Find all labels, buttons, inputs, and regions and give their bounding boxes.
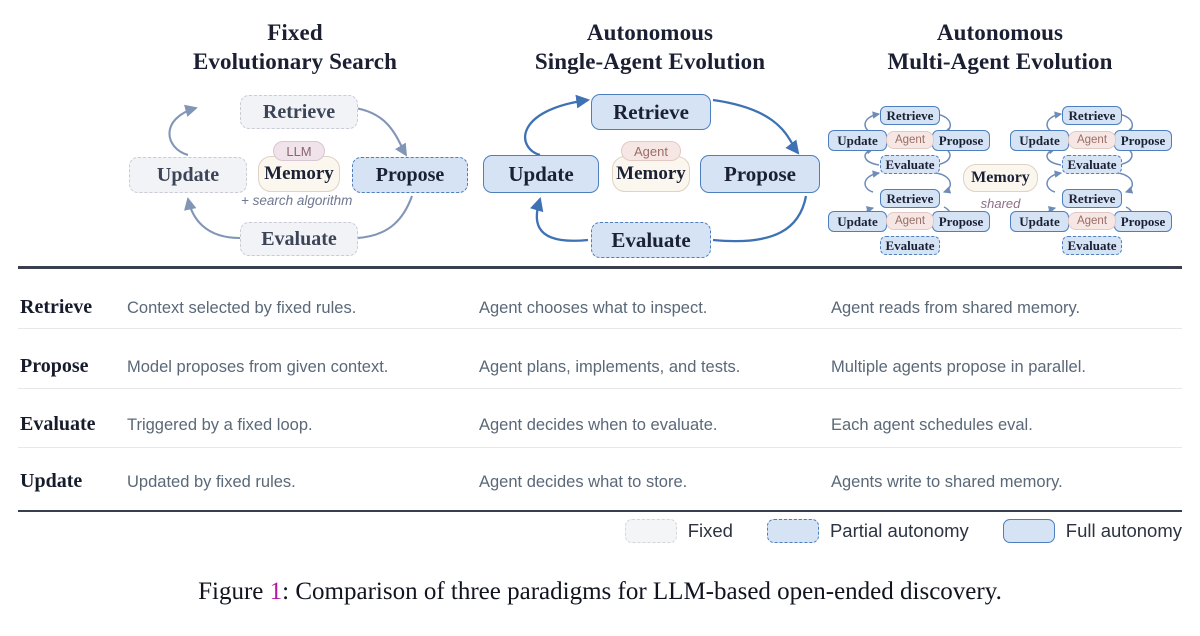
node-multi-c-update[interactable]: Update	[828, 211, 887, 232]
panel-title-multi-agent: Autonomous Multi-Agent Evolution	[880, 18, 1120, 76]
legend: Fixed Partial autonomy Full autonomy	[0, 519, 1182, 543]
node-multi-a-update[interactable]: Update	[828, 130, 887, 151]
memory-single-agent: Memory	[612, 156, 690, 192]
caption-number: 1	[269, 578, 283, 605]
node-single-update[interactable]: Update	[483, 155, 599, 193]
legend-label-full: Full autonomy	[1065, 520, 1182, 541]
shared-memory-note: shared	[980, 196, 1021, 211]
node-multi-a-retrieve[interactable]: Retrieve	[880, 106, 940, 125]
search-algorithm-note: + search algorithm	[241, 193, 353, 208]
table-row-label: Update	[20, 470, 83, 492]
legend-swatch-full-icon	[1002, 519, 1055, 543]
panel-title-line1: Autonomous	[936, 20, 1064, 45]
panel-title-line1: Autonomous	[586, 20, 714, 45]
legend-item-fixed[interactable]: Fixed	[624, 519, 733, 543]
node-multi-c-retrieve[interactable]: Retrieve	[880, 189, 940, 208]
node-single-propose[interactable]: Propose	[700, 155, 820, 193]
node-multi-d-propose[interactable]: Propose	[1114, 211, 1172, 232]
memory-fixed: Memory	[258, 156, 340, 192]
node-single-retrieve[interactable]: Retrieve	[591, 94, 711, 130]
agent-badge-single: Agent	[621, 141, 681, 161]
panel-title-line2: Single-Agent Evolution	[534, 49, 766, 74]
table-cell-multi: Agents write to shared memory.	[831, 473, 1063, 491]
node-multi-b-propose[interactable]: Propose	[1114, 130, 1172, 151]
table-cell-fixed: Updated by fixed rules.	[127, 473, 296, 491]
panel-title-fixed: Fixed Evolutionary Search	[175, 18, 415, 76]
node-multi-b-update[interactable]: Update	[1010, 130, 1069, 151]
table-cell-single: Agent decides when to evaluate.	[479, 416, 718, 434]
node-fixed-retrieve[interactable]: Retrieve	[240, 95, 358, 129]
legend-swatch-fixed-icon	[624, 519, 677, 543]
table-row-separator	[18, 388, 1182, 389]
table-cell-fixed: Context selected by fixed rules.	[127, 299, 357, 317]
agent-badge-multi-a: Agent	[886, 131, 934, 149]
table-cell-fixed: Triggered by a fixed loop.	[127, 416, 313, 434]
node-multi-a-propose[interactable]: Propose	[932, 130, 990, 151]
panel-title-line1: Fixed	[267, 20, 323, 45]
figure-caption: Figure 1: Comparison of three paradigms …	[0, 578, 1200, 606]
legend-label-fixed: Fixed	[687, 520, 733, 541]
panel-title-single-agent: Autonomous Single-Agent Evolution	[528, 18, 772, 76]
table-cell-multi: Multiple agents propose in parallel.	[831, 358, 1086, 376]
table-cell-single: Agent decides what to store.	[479, 473, 688, 491]
legend-item-full[interactable]: Full autonomy	[1002, 519, 1182, 543]
node-multi-d-evaluate[interactable]: Evaluate	[1062, 236, 1122, 255]
caption-text: : Comparison of three paradigms for LLM-…	[282, 578, 1002, 605]
table-row-label: Propose	[20, 355, 89, 377]
table-cell-fixed: Model proposes from given context.	[127, 358, 389, 376]
table-cell-multi: Agent reads from shared memory.	[831, 299, 1081, 317]
panel-title-line2: Evolutionary Search	[192, 49, 397, 74]
node-multi-b-retrieve[interactable]: Retrieve	[1062, 106, 1122, 125]
agent-badge-multi-d: Agent	[1068, 212, 1116, 230]
node-multi-c-evaluate[interactable]: Evaluate	[880, 236, 940, 255]
panel-title-line2: Multi-Agent Evolution	[887, 49, 1113, 74]
table-row-separator	[18, 447, 1182, 448]
node-multi-a-evaluate[interactable]: Evaluate	[880, 155, 940, 174]
legend-swatch-partial-icon	[766, 519, 819, 543]
memory-shared: Memory	[963, 164, 1038, 192]
node-fixed-propose[interactable]: Propose	[352, 157, 468, 193]
node-single-evaluate[interactable]: Evaluate	[591, 222, 711, 258]
table-cell-single: Agent plans, implements, and tests.	[479, 358, 741, 376]
table-row-separator	[18, 328, 1182, 329]
table-row-label: Retrieve	[20, 296, 93, 318]
node-fixed-update[interactable]: Update	[129, 157, 247, 193]
agent-badge-multi-c: Agent	[886, 212, 934, 230]
table-top-rule	[18, 266, 1182, 269]
node-multi-c-propose[interactable]: Propose	[932, 211, 990, 232]
node-multi-d-update[interactable]: Update	[1010, 211, 1069, 232]
table-row-label: Evaluate	[20, 413, 96, 435]
agent-badge-multi-b: Agent	[1068, 131, 1116, 149]
legend-item-partial[interactable]: Partial autonomy	[766, 519, 969, 543]
caption-prefix: Figure	[198, 578, 270, 605]
table-bottom-rule	[18, 510, 1182, 513]
llm-badge-fixed: LLM	[273, 141, 325, 161]
table-cell-single: Agent chooses what to inspect.	[479, 299, 708, 317]
table-cell-multi: Each agent schedules eval.	[831, 416, 1033, 434]
legend-label-partial: Partial autonomy	[829, 520, 969, 541]
node-multi-b-evaluate[interactable]: Evaluate	[1062, 155, 1122, 174]
node-multi-d-retrieve[interactable]: Retrieve	[1062, 189, 1122, 208]
node-fixed-evaluate[interactable]: Evaluate	[240, 222, 358, 256]
